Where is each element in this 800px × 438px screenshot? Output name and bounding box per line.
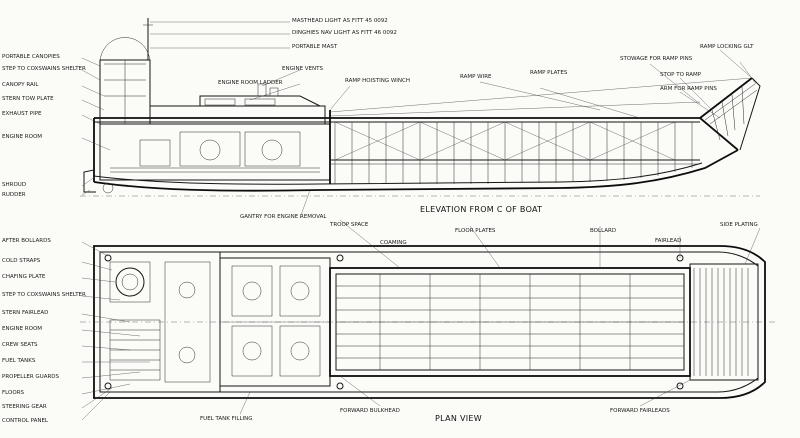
label-engine-room: ENGINE ROOM [2,134,42,140]
label-cold-straps: COLD STRAPS [2,258,41,264]
label-stern-fairlead: STERN FAIRLEAD [2,310,48,316]
label-forward-fairleads: FORWARD FAIRLEADS [610,408,670,414]
label-masthead-light: MASTHEAD LIGHT AS FITT 45 0092 [292,18,388,24]
label-bollard: BOLLARD [590,228,616,234]
label-chafing-plate: CHAFING PLATE [2,274,46,280]
label-control-panel: CONTROL PANEL [2,418,49,424]
label-portable-mast: PORTABLE MAST [292,44,338,50]
label-ramp-plates: RAMP PLATES [530,70,568,76]
label-engine-room-plan: ENGINE ROOM [2,326,42,332]
label-rudder: RUDDER [2,192,26,198]
label-stern-tow-plate: STERN TOW PLATE [2,96,54,102]
plan-view [80,245,775,399]
label-step-coxswain-plan: STEP TO COXSWAINS SHELTER [2,292,86,298]
label-steering-gear: STEERING GEAR [2,404,47,410]
label-side-plating: SIDE PLATING [720,222,758,228]
labels: ELEVATION FROM C OF BOAT PLAN VIEW PORTA… [2,18,758,424]
leader-lines [81,21,761,421]
label-canopy-rail: CANOPY RAIL [2,82,39,88]
elevation-title: ELEVATION FROM C OF BOAT [420,205,542,214]
label-arm-ramp-pins: ARM FOR RAMP PINS [660,86,717,92]
label-engine-room-ladder: ENGINE ROOM LADDER [218,80,283,86]
label-ramp-pin-stowage: STOWAGE FOR RAMP PINS [620,56,693,62]
label-stop-to-ramp: STOP TO RAMP [660,72,702,78]
label-ramp-winch: RAMP HOISTING WINCH [345,78,410,84]
label-fairlead: FAIRLEAD [655,238,681,244]
label-fuel-tanks: FUEL TANKS [2,358,36,364]
label-engine-vents: ENGINE VENTS [282,66,324,72]
label-fuel-tank-filling: FUEL TANK FILLING [200,416,253,422]
label-step-coxswain: STEP TO COXSWAINS SHELTER [2,66,86,72]
label-ramp-locking: RAMP LOCKING GLT [700,44,754,50]
label-coaming: COAMING [380,240,407,246]
elevation-view [80,18,761,197]
label-portable-canopies: PORTABLE CANOPIES [2,54,60,60]
label-after-bollards: AFTER BOLLARDS [2,238,51,244]
label-troop-space: TROOP SPACE [329,222,369,228]
label-nav-light: DINGHIES NAV LIGHT AS FITT 46 0092 [292,30,397,36]
label-ramp-wire: RAMP WIRE [460,74,492,80]
label-propeller-guards: PROPELLER GUARDS [2,374,60,380]
plan-title: PLAN VIEW [435,414,482,423]
label-floor-plates: FLOOR PLATES [455,228,496,234]
label-exhaust-pipe: EXHAUST PIPE [2,111,42,117]
label-shroud: SHROUD [2,182,26,188]
label-floors: FLOORS [2,390,25,396]
label-gantry: GANTRY FOR ENGINE REMOVAL [240,214,327,220]
label-crew-seats: CREW SEATS [2,342,38,348]
label-forward-bulkhead: FORWARD BULKHEAD [340,408,400,414]
